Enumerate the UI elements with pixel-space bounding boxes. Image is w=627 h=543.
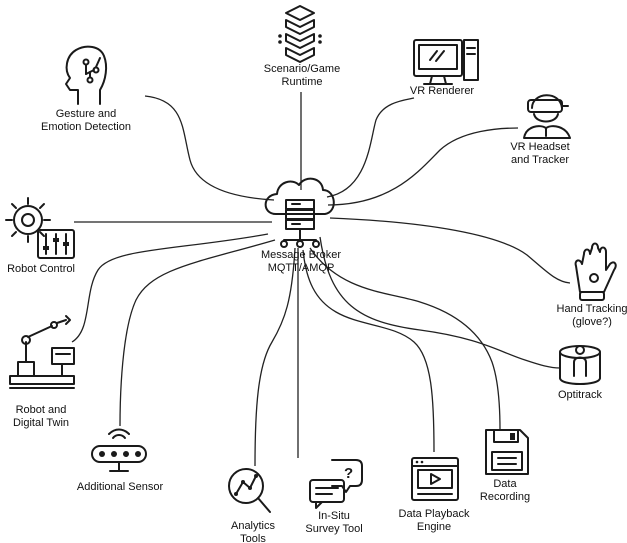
stacked-boxes-icon: [278, 5, 322, 63]
node-label-line1: Data Playback: [398, 508, 470, 520]
node-label-line1: In-Situ: [318, 510, 350, 522]
connector-lines: [71, 92, 571, 467]
node-label-line2: Emotion Detection: [41, 121, 131, 133]
edge-vr-headset: [327, 127, 519, 206]
computer-monitor-icon: [413, 39, 479, 85]
node-label-line2: Tools: [240, 533, 266, 543]
edge-recording: [309, 247, 501, 431]
edge-analytics: [254, 247, 296, 467]
node-label-line1: Additional Sensor: [76, 481, 164, 493]
glove-hand-icon: [574, 242, 617, 301]
floppy-disk-icon: [485, 429, 529, 475]
edge-hand-tracking: [329, 217, 571, 284]
video-player-icon: [411, 457, 459, 501]
node-label-line1: VR Renderer: [409, 85, 475, 97]
edge-vr-renderer: [326, 97, 415, 198]
node-label-hand-tracking: Hand Tracking (glove?): [557, 303, 627, 329]
node-label-line1: Robot and: [15, 404, 67, 416]
edge-robot-twin: [71, 233, 269, 343]
node-label-additional-sensor: Additional Sensor: [77, 481, 163, 494]
node-label-robot-twin: Robot and Digital Twin: [13, 404, 69, 430]
broker-label-line1: Message Broker: [260, 249, 342, 261]
gear-sliders-icon: [5, 197, 75, 259]
node-label-line1: Hand Tracking: [556, 303, 627, 315]
node-label-survey: In-Situ Survey Tool: [305, 510, 362, 536]
robot-arm-icon: [9, 315, 75, 389]
node-label-line2: Digital Twin: [12, 417, 70, 429]
node-label-playback: Data Playback Engine: [399, 508, 470, 534]
node-label-robot-control: Robot Control: [7, 263, 75, 276]
node-label-line1: Optitrack: [557, 389, 603, 401]
broker-label-line2: MQTT/AMQP: [267, 262, 335, 274]
edge-additional-sensor: [119, 239, 276, 427]
node-label-gesture: Gesture and Emotion Detection: [41, 108, 131, 134]
node-label-line1: VR Headset: [510, 141, 570, 153]
edge-optitrack: [319, 236, 561, 369]
node-label-line2: Runtime: [281, 76, 323, 88]
svg-text:?: ?: [344, 465, 353, 482]
node-label-line1: Robot Control: [7, 263, 75, 275]
ai-head-icon: [65, 45, 108, 105]
broker-label: Message Broker MQTT/AMQP: [261, 249, 341, 275]
node-label-analytics: Analytics Tools: [231, 520, 275, 543]
tracking-cylinder-icon: [559, 345, 601, 385]
vr-headset-person-icon: [523, 94, 571, 139]
node-label-line1: Scenario/Game: [263, 63, 341, 75]
node-label-vr-renderer: VR Renderer: [410, 85, 474, 98]
edge-playback: [302, 249, 435, 453]
node-label-line2: Recording: [479, 491, 531, 503]
node-label-line2: Engine: [416, 521, 452, 533]
node-label-line2: and Tracker: [510, 154, 570, 166]
question-chat-icon: ?: [309, 459, 363, 509]
node-label-recording: Data Recording: [480, 478, 530, 504]
node-label-line1: Gesture and: [55, 108, 117, 120]
node-label-optitrack: Optitrack: [558, 389, 602, 402]
node-label-line2: Survey Tool: [305, 523, 363, 535]
wireless-sensor-icon: [91, 428, 147, 472]
node-label-line1: Data: [493, 478, 517, 490]
node-label-scenario: Scenario/Game Runtime: [264, 63, 340, 89]
node-label-line1: Analytics: [230, 520, 276, 532]
magnifier-graph-icon: [228, 468, 271, 513]
cloud-server-icon: [264, 177, 335, 248]
node-label-line2: (glove?): [572, 316, 612, 328]
node-label-vr-headset: VR Headset and Tracker: [510, 141, 569, 167]
edge-gesture: [144, 95, 275, 201]
